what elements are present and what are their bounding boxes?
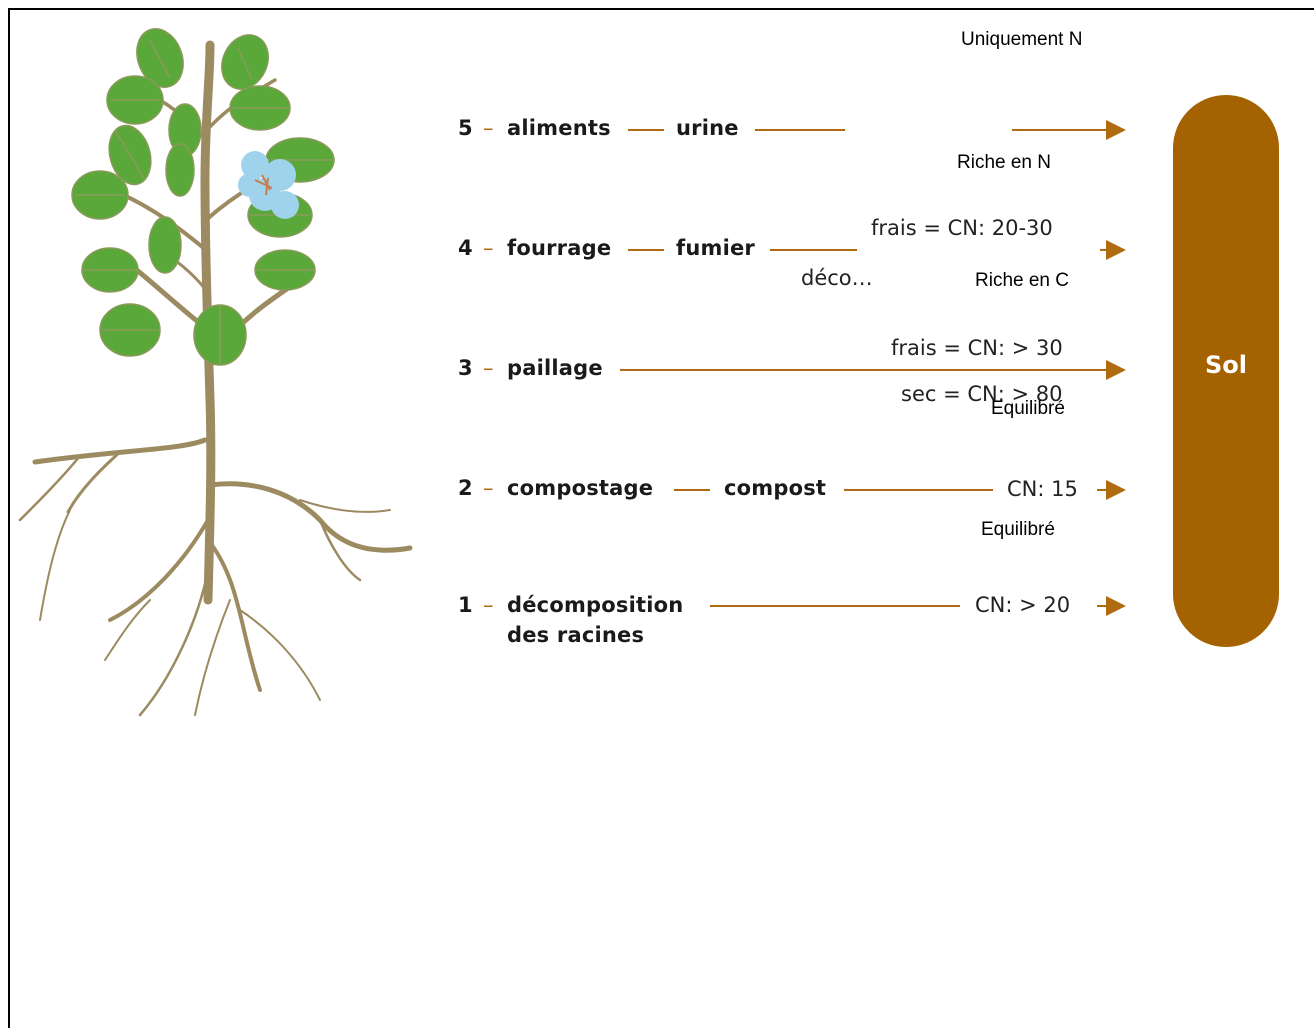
r3-dash: – [483,356,494,380]
r5-dash: – [483,116,494,140]
note-uniquement-n: Uniquement N [961,29,1082,51]
r2-ratio: CN: 15 [1007,477,1078,501]
note-riche-n: Riche en N [957,152,1051,174]
r1-ratio: CN: > 20 [975,593,1070,617]
r3-number: 3 [458,356,473,380]
r4-source: fourrage [507,236,611,260]
r4-dash: – [483,236,494,260]
r3-source: paillage [507,356,609,380]
note-riche-c: Riche en C [973,270,1071,292]
sol-label: Sol [1173,351,1279,379]
r4-below-partial: déco… [801,266,873,290]
r4-product: fumier [676,236,755,260]
r5-product: urine [676,116,739,140]
r2-dash: – [483,476,494,500]
r4-ratio: frais = CN: 20-30 [871,216,1053,240]
r5-number: 5 [458,116,473,140]
r2-number: 2 [458,476,473,500]
note-equilibre-compost: Equilibré [981,519,1055,541]
r1-dash: – [483,593,494,617]
r1-source: décomposition [507,593,683,617]
r2-source: compostage [507,476,653,500]
r2-product: compost [724,476,826,500]
r4-number: 4 [458,236,473,260]
r3-ratio-fresh: frais = CN: > 30 [891,336,1063,360]
r1-number: 1 [458,593,473,617]
r1-source-line2: des racines [507,623,644,647]
r5-source: aliments [507,116,611,140]
note-equilibre-paillage: Equilibré [991,398,1065,420]
